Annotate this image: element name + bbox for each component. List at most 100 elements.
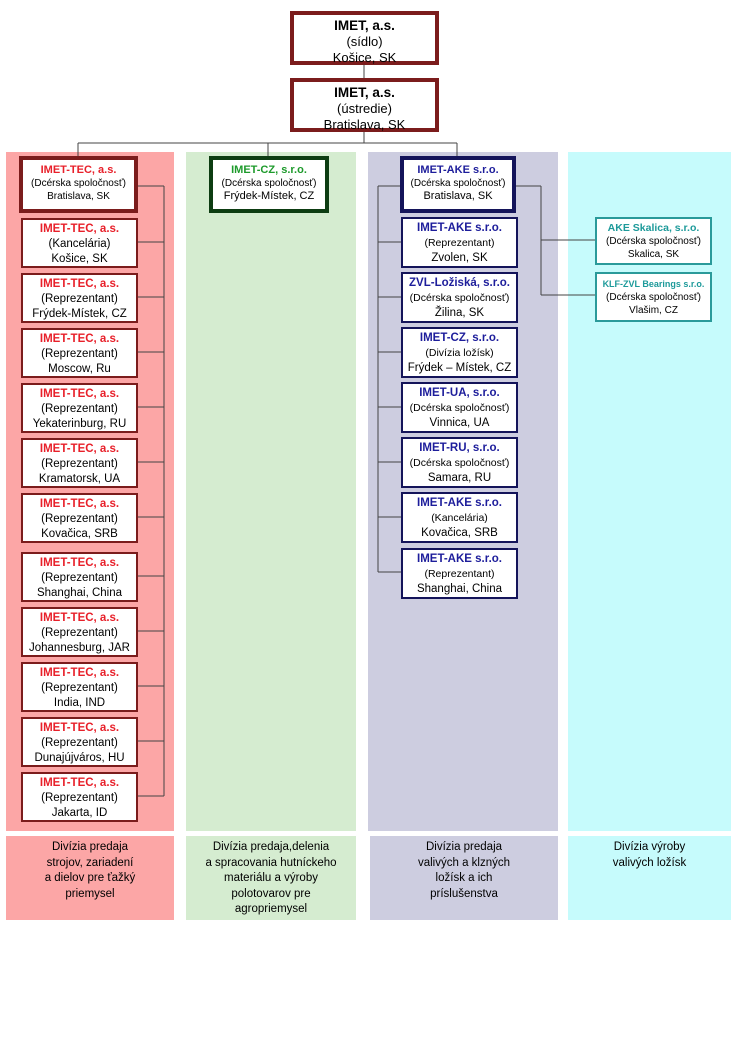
col3-box-line2: Žilina, SK: [434, 307, 485, 319]
col2-lead-title: IMET-CZ, s.r.o.: [231, 164, 307, 176]
col1-box-line2: Kovačica, SRB: [41, 528, 118, 540]
hq-box: IMET, a.s. (ústredie) Bratislava, SK: [290, 78, 439, 132]
col1-box-line2: Johannesburg, JAR: [28, 642, 130, 654]
col4-box-title: AKE Skalica, s.r.o.: [607, 222, 700, 234]
col3-box: IMET-AKE s.r.o. (Reprezentant) Zvolen, SK: [401, 217, 518, 268]
column-bg-bearings-production: [568, 152, 731, 831]
col3-box-line2: Frýdek – Místek, CZ: [407, 362, 512, 374]
col1-box: IMET-TEC, a.s. (Reprezentant) Shanghai, Ch…: [21, 552, 138, 602]
hq-line2: Bratislava, SK: [323, 117, 406, 132]
col4-box-1: KLF-ZVL Bearings s.r.o. (Dcérska spoločn…: [595, 272, 712, 322]
col3-lead-box: IMET-AKE s.r.o. (Dcérska spoločnosť) Bra…: [400, 156, 516, 213]
col3-box-line1: (Dcérska spoločnosť): [409, 402, 510, 414]
col3-box-line2: Vinnica, UA: [429, 417, 490, 429]
col1-box: IMET-TEC, a.s. (Reprezentant) Dunajújváros…: [21, 717, 138, 767]
col3-lead-line2: Bratislava, SK: [423, 190, 493, 202]
col1-box-line2: Moscow, Ru: [48, 363, 111, 375]
col2-footer-line: materiálu a výroby: [224, 872, 318, 884]
col3-box-line2: Zvolen, SK: [431, 252, 488, 264]
col3-box: IMET-AKE s.r.o.(Reprezentant)Shanghai, C…: [401, 548, 518, 599]
col3-box: IMET-UA, s.r.o. (Dcérska spoločnosť) Vinni…: [401, 382, 518, 433]
col1-box-line2: Frýdek-Místek, CZ: [32, 308, 127, 320]
col1-box-title: IMET-TEC, a.s.: [39, 722, 120, 734]
col2-footer-line: a spracovania hutníckeho: [205, 856, 337, 869]
col3-box-title: IMET-RU, s.r.o.: [419, 442, 500, 454]
col3-footer: Divízia predaja valivých a klzných ložís…: [370, 836, 558, 920]
col1-box-line1: (Reprezentant): [41, 348, 118, 360]
col1-box: IMET-TEC, a.s. (Reprezentant) Kovačica, SR…: [21, 493, 138, 543]
col1-box-title: IMET-TEC, a.s.: [39, 557, 120, 569]
col3-box-title: IMET-AKE s.r.o.: [417, 497, 502, 509]
col1-box-line1: (Reprezentant): [41, 458, 118, 470]
col1-box-line2: Košice, SK: [51, 253, 108, 265]
col1-box: IMET-TEC, a.s.(Reprezentant)Johannesburg…: [21, 607, 138, 657]
col3-box-line1: (Reprezentant): [424, 568, 495, 580]
col1-box: IMET-TEC, a.s. (Reprezentant) India, IND: [21, 662, 138, 712]
col1-box-line2: India, IND: [53, 697, 106, 709]
col1-box: IMET-TEC, a.s. (Reprezentant) Yekaterinbur…: [21, 383, 138, 433]
col3-box-line1: (Reprezentant): [424, 237, 495, 249]
col2-lead-line2: Frýdek-Místek, CZ: [223, 190, 315, 202]
col3-box-title: IMET-AKE s.r.o.: [417, 553, 502, 565]
col1-box-title: IMET-TEC, a.s.: [39, 667, 120, 679]
col1-footer-line: Divízia predaja: [51, 841, 129, 853]
col1-box-line2: Dunajújváros, HU: [34, 752, 125, 764]
col3-box-line1: (Dcérska spoločnosť): [409, 457, 510, 469]
col1-box-line1: (Reprezentant): [41, 293, 118, 305]
col3-footer-line: príslušenstva: [430, 887, 498, 900]
col3-box-line1: (Kancelária): [431, 512, 488, 524]
col1-lead-line2: Bratislava, SK: [47, 191, 110, 202]
col1-box-line2: Yekaterinburg, RU: [32, 418, 127, 430]
col3-box-title: IMET-UA, s.r.o.: [419, 387, 500, 399]
col1-box-title: IMET-TEC, a.s.: [39, 612, 120, 624]
col1-box-title: IMET-TEC, a.s.: [39, 498, 120, 510]
col2-footer-line: Divízia predaja,delenia: [212, 841, 330, 853]
col4-footer-line: Divízia výroby: [613, 841, 686, 853]
col1-box-title: IMET-TEC, a.s.: [39, 388, 120, 400]
col3-box-line2: Kovačica, SRB: [421, 527, 498, 539]
col2-footer-line: agropriemysel: [234, 903, 308, 915]
col1-box-line2: Shanghai, China: [36, 587, 123, 599]
col3-footer-line: valivých a klzných: [417, 856, 511, 869]
col1-box-title: IMET-TEC, a.s.: [39, 223, 120, 235]
col1-footer-line: strojov, zariadení: [46, 856, 134, 869]
col1-box-line1: (Reprezentant): [41, 737, 118, 749]
col1-box-line1: (Reprezentant): [41, 682, 118, 694]
col3-box-line1: (Dcérska spoločnosť): [409, 292, 510, 304]
col1-box-line1: (Reprezentant): [41, 513, 118, 525]
col1-box: IMET-TEC, a.s.(Reprezentant)Kramatorsk, …: [21, 438, 138, 488]
col1-lead-box: IMET-TEC, a.s. (Dcérska spoločnosť) Brat…: [19, 156, 138, 213]
seat-line2: Košice, SK: [332, 50, 397, 65]
col1-box-line1: (Reprezentant): [41, 572, 118, 584]
col1-box-line2: Kramatorsk, UA: [38, 473, 121, 485]
column-bg-metallurgy: [186, 152, 356, 831]
col1-lead-title: IMET-TEC, a.s.: [40, 164, 117, 176]
seat-title: IMET, a.s.: [334, 18, 395, 33]
col1-box-title: IMET-TEC, a.s.: [39, 333, 120, 345]
col4-box-0: AKE Skalica, s.r.o. (Dcérska spoločnosť)…: [595, 217, 712, 265]
col2-footer-line: polotovarov pre: [231, 887, 311, 900]
col1-box: IMET-TEC, a.s. (Reprezentant) Moscow, Ru: [21, 328, 138, 378]
col1-footer: Divízia predaja strojov, zariadení a die…: [6, 836, 174, 920]
col1-box-line1: (Kancelária): [48, 238, 111, 250]
col4-box-line2: Vlašim, CZ: [629, 305, 678, 316]
col4-box-line2: Skalica, SK: [627, 249, 680, 260]
col1-footer-line: priemysel: [65, 887, 115, 900]
col3-box: IMET-CZ, s.r.o.(Divízia ložísk)Frýdek – …: [401, 327, 518, 378]
col3-footer-line: Divízia predaja: [425, 841, 503, 853]
col3-lead-line1: (Dcérska spoločnosť): [410, 178, 506, 189]
col1-box: IMET-TEC, a.s.(Reprezentant)Jakarta, ID: [21, 772, 138, 822]
col3-box-title: IMET-CZ, s.r.o.: [419, 332, 500, 344]
col3-box: IMET-RU, s.r.o. (Dcérska spoločnosť) Samar…: [401, 437, 518, 488]
col4-footer: Divízia výroby valivých ložísk: [568, 836, 731, 920]
col1-box-line1: (Reprezentant): [41, 403, 118, 415]
col4-box-line1: (Dcérska spoločnosť): [606, 292, 701, 303]
col3-box: ZVL-Ložiská, s.r.o.(Dcérska spoločnosť)Ž…: [401, 272, 518, 323]
col3-footer-line: ložísk a ich: [435, 872, 493, 884]
col4-box-line1: (Dcérska spoločnosť): [606, 236, 701, 247]
col3-box-line2: Samara, RU: [427, 472, 492, 484]
col3-box-title: IMET-AKE s.r.o.: [417, 222, 502, 234]
col4-footer-line: valivých ložísk: [612, 856, 687, 869]
col1-footer-line: a dielov pre ťažký: [44, 872, 136, 884]
